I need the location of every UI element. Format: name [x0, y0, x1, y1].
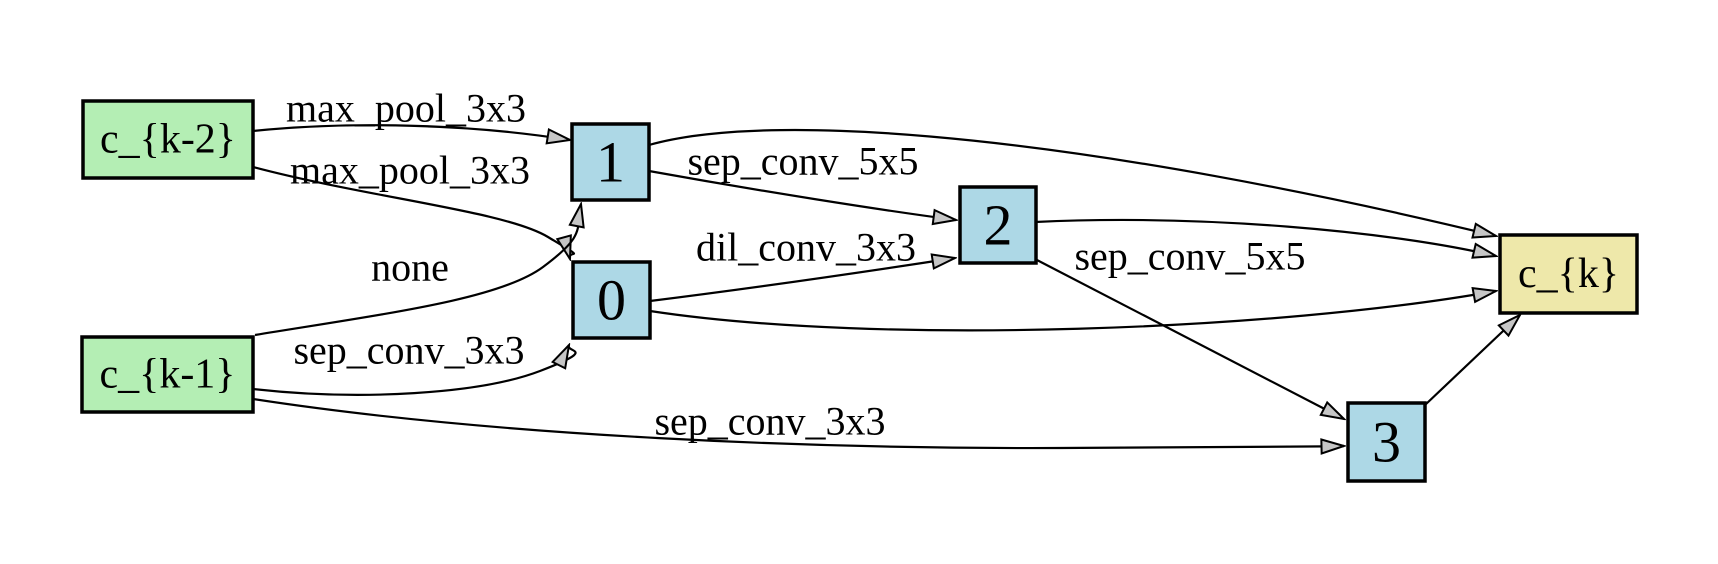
node-label-3: 3 — [1372, 410, 1401, 475]
node-c-k-2: c_{k-2} — [81, 99, 255, 180]
edge-c-k-1-to-3 — [252, 397, 1344, 448]
edge-2-to-3 — [1034, 258, 1344, 419]
node-box-0 — [571, 260, 652, 340]
node-3: 3 — [1346, 401, 1427, 483]
edge-op-label-max-pool-3x3: max_pool_3x3 — [286, 86, 526, 131]
edge-2-to-c-k — [1034, 218, 1496, 256]
node-0: 0 — [571, 260, 652, 340]
node-label-c-k-1: c_{k-1} — [100, 352, 236, 398]
edge-c-k-1-to-1 — [254, 204, 581, 337]
node-c-k: c_{k} — [1498, 233, 1639, 315]
edge-op-label-sep-conv-5x5: sep_conv_5x5 — [1074, 234, 1305, 279]
node-box-c-k — [1498, 233, 1639, 315]
edge-op-label-max-pool-3x3: max_pool_3x3 — [290, 148, 530, 193]
edge-3-to-c-k — [1424, 315, 1520, 406]
edge-op-label-dil-conv-3x3: dil_conv_3x3 — [696, 225, 916, 270]
node-label-0: 0 — [597, 268, 626, 333]
node-box-c-k-1 — [80, 335, 255, 414]
node-label-c-k-2: c_{k-2} — [100, 117, 236, 163]
nodes-layer: c_{k-2} c_{k-1} 1 0 2 3 c_{k} — [80, 99, 1639, 483]
node-1: 1 — [570, 122, 651, 202]
node-box-2 — [958, 185, 1038, 265]
node-box-3 — [1346, 401, 1427, 483]
edges-layer — [252, 124, 1520, 448]
edge-op-label-sep-conv-3x3: sep_conv_3x3 — [293, 328, 524, 373]
edge-1-to-c-k — [648, 128, 1496, 236]
edge-c-k-2-to-1 — [252, 124, 570, 140]
edge-0-to-2 — [649, 258, 955, 303]
node-label-2: 2 — [984, 193, 1013, 258]
node-label-1: 1 — [596, 130, 625, 195]
node-box-1 — [570, 122, 651, 202]
edge-op-label-sep-conv-5x5: sep_conv_5x5 — [687, 139, 918, 184]
edge-c-k-1-to-0 — [252, 345, 577, 396]
edge-1-to-2 — [648, 169, 956, 220]
node-box-c-k-2 — [81, 99, 255, 180]
node-2: 2 — [958, 185, 1038, 265]
edge-op-label-none: none — [371, 245, 449, 290]
node-c-k-1: c_{k-1} — [80, 335, 255, 414]
edge-0-to-c-k — [649, 291, 1496, 332]
edge-c-k-2-to-0 — [252, 165, 576, 259]
node-label-c-k: c_{k} — [1518, 251, 1619, 297]
edge-op-label-sep-conv-3x3: sep_conv_3x3 — [654, 399, 885, 444]
